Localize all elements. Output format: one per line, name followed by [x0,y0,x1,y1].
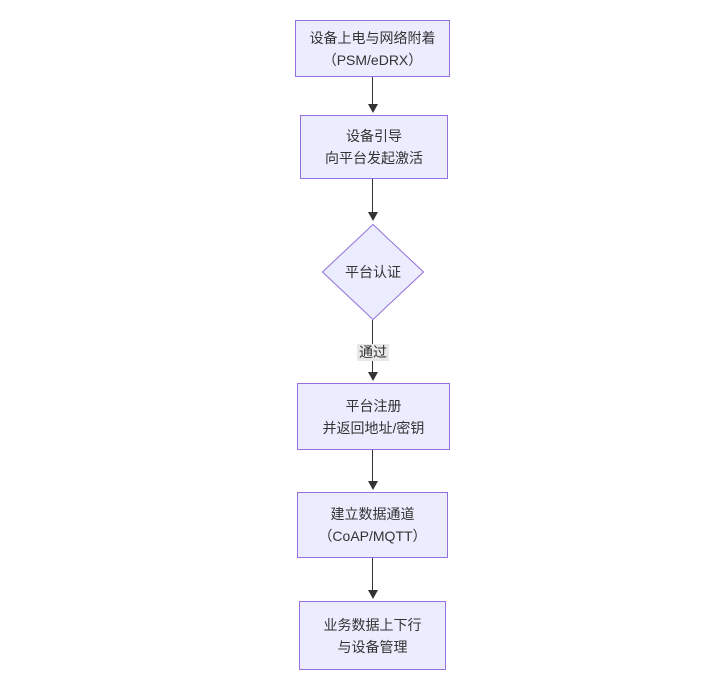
node-label-line: 设备上电与网络附着 [309,29,436,46]
node-label-line: 并返回地址/密钥 [322,419,425,436]
arrowhead-icon [368,212,378,221]
node-label-line: 建立数据通道 [330,506,415,522]
node-label-line: 平台认证 [345,264,401,280]
arrowhead-icon [368,104,378,113]
arrowhead-icon [368,372,378,381]
node-label-line: 设备引导 [346,128,402,144]
flow-node-register: 平台注册 并返回地址/密钥 [297,383,450,450]
flow-node-business-data: 业务数据上下行 与设备管理 [299,601,446,670]
node-label-line: 向平台发起激活 [325,150,423,166]
arrow-line [372,450,373,482]
flow-node-data-channel: 建立数据通道 （CoAP/MQTT） [297,492,448,558]
flow-node-platform-auth: 平台认证 [322,224,424,320]
flow-node-bootstrap: 设备引导 向平台发起激活 [300,115,448,179]
arrow-line [372,558,373,591]
node-label-line: 业务数据上下行 [323,616,422,633]
arrow-line [372,179,373,214]
node-label-line: （PSM/eDRX） [322,51,423,68]
diamond-shape [322,224,424,320]
arrow-line [372,77,373,105]
node-label-line: 平台注册 [345,397,402,414]
edge-label-pass: 通过 [357,344,389,361]
node-label-line: 与设备管理 [337,638,408,655]
flow-node-power-attach: 设备上电与网络附着 （PSM/eDRX） [295,20,450,77]
arrowhead-icon [368,481,378,490]
node-label-line: （CoAP/MQTT） [318,528,427,544]
arrowhead-icon [368,590,378,599]
